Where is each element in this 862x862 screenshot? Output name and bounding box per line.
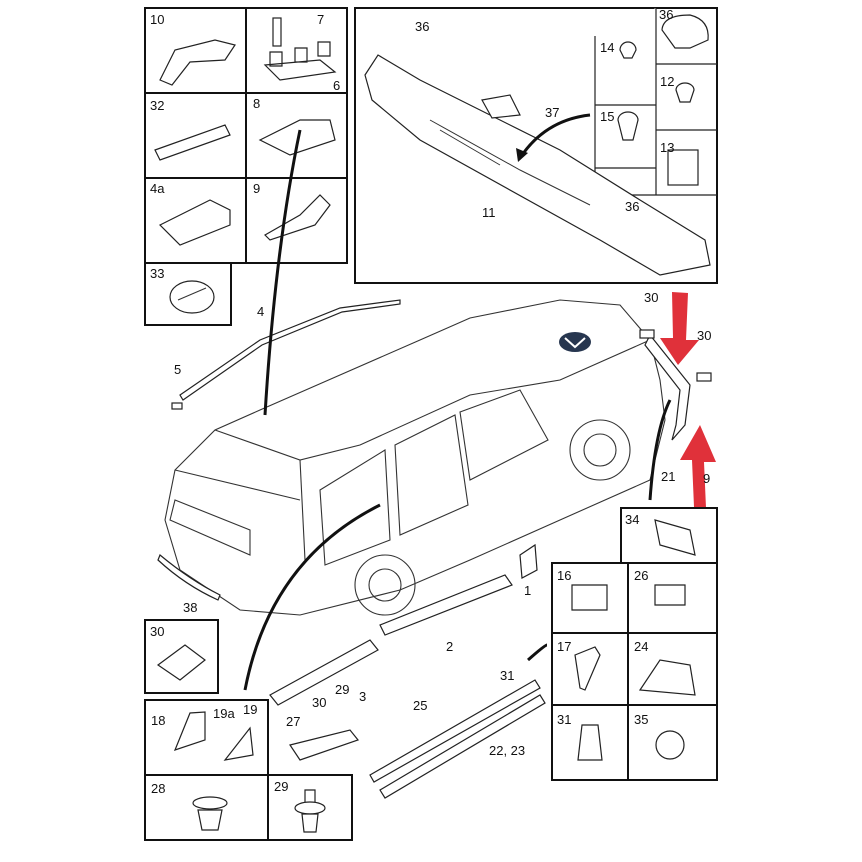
callout-label: 16 (557, 568, 571, 583)
callout-label: 36 (415, 19, 429, 34)
callout-label: 9 (253, 181, 260, 196)
loose-parts (157, 129, 712, 799)
callout-label: 30 (312, 695, 326, 710)
callout-label: 37 (545, 105, 559, 120)
callout-label: 35 (634, 712, 648, 727)
callout-label: 36 (659, 7, 673, 22)
callout-label: 30 (644, 290, 658, 305)
callout-label: 29 (335, 682, 349, 697)
highlight-arrows (660, 292, 716, 508)
callout-label: 33 (150, 266, 164, 281)
callout-label: 5 (174, 362, 181, 377)
callout-label: 19a (213, 706, 235, 721)
callout-label: 18 (151, 713, 165, 728)
callout-label: 32 (150, 98, 164, 113)
callout-label: 27 (286, 714, 300, 729)
callout-label: 30 (150, 624, 164, 639)
callout-label: 34 (625, 512, 639, 527)
callout-label: 22, 23 (489, 743, 525, 758)
callout-label: 28 (151, 781, 165, 796)
callout-label: 29 (274, 779, 288, 794)
callout-label: 31 (557, 712, 571, 727)
arrow-up-icon (680, 425, 716, 508)
callout-label: 1 (524, 583, 531, 598)
brand-logo (559, 332, 591, 352)
callout-label: 11 (482, 205, 496, 220)
callout-label: 19 (243, 702, 257, 717)
callout-label: 6 (333, 78, 340, 93)
callout-label: 4 (257, 304, 264, 319)
callout-label: 9 (703, 471, 710, 486)
callout-label: 31 (500, 668, 514, 683)
callout-label: 2 (446, 639, 453, 654)
callout-label: 8 (253, 96, 260, 111)
callout-label: 15 (600, 109, 614, 124)
callout-label: 38 (183, 600, 197, 615)
callout-label: 10 (150, 12, 164, 27)
detail-boxes-right (551, 507, 718, 781)
callout-label: 3 (359, 689, 366, 704)
box-part-9 (245, 177, 348, 264)
callout-label: 36 (625, 199, 639, 214)
callout-labels: 10 7 6 32 8 4a 9 33 36 37 11 36 14 15 36… (150, 7, 711, 796)
callout-label: 7 (317, 12, 324, 27)
cowl-panel-box (354, 7, 718, 284)
detail-boxes-left (144, 7, 348, 326)
callout-label: 14 (600, 40, 614, 55)
callout-label: 17 (557, 639, 571, 654)
callout-label: 4a (150, 181, 165, 196)
callout-label: 21 (661, 469, 675, 484)
box-part-33 (144, 262, 232, 326)
callout-label: 13 (660, 140, 674, 155)
callout-label: 30 (697, 328, 711, 343)
callout-label: 12 (660, 74, 674, 89)
arrow-down-icon (660, 292, 699, 365)
callout-label: 24 (634, 639, 648, 654)
car-illustration (164, 299, 666, 616)
callout-label: 25 (413, 698, 427, 713)
detail-boxes-bottom (144, 619, 353, 841)
callout-label: 26 (634, 568, 648, 583)
